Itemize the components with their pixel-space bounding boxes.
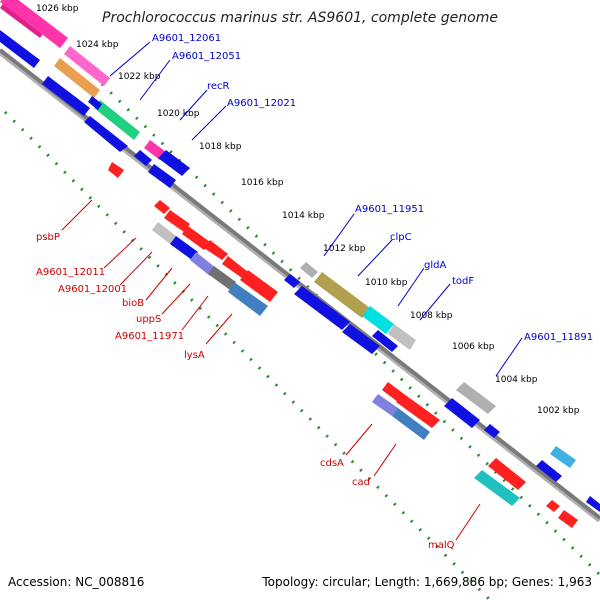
map-title: Prochlorococcus marinus str. AS9601, com… xyxy=(102,10,498,26)
gene-block[interactable] xyxy=(152,222,176,244)
gene-arrow[interactable] xyxy=(586,496,600,512)
gene-arrow[interactable] xyxy=(536,460,562,482)
gene-arrow[interactable] xyxy=(558,510,578,528)
kbp-tick-label: 1002 kbp xyxy=(537,406,580,416)
gene-arrow[interactable] xyxy=(108,162,124,178)
gene-block[interactable] xyxy=(144,140,166,160)
gene-arrow[interactable] xyxy=(154,200,170,214)
gene-label-forward[interactable]: recR xyxy=(207,81,230,92)
kbp-tick-label: 1004 kbp xyxy=(495,375,538,385)
gene-block[interactable] xyxy=(550,446,576,468)
gene-block[interactable] xyxy=(300,262,318,278)
gene-label-forward[interactable]: A9601_11951 xyxy=(355,204,424,215)
gene-block[interactable] xyxy=(0,2,44,38)
gene-arrow[interactable] xyxy=(444,398,480,428)
gene-arrow[interactable] xyxy=(488,458,526,490)
gene-block[interactable] xyxy=(208,266,236,290)
gene-arrow[interactable] xyxy=(222,256,248,278)
topology-summary: Topology: circular; Length: 1,669,886 bp… xyxy=(261,575,592,589)
gene-label-forward[interactable]: A9601_12051 xyxy=(172,51,241,62)
gene-block[interactable] xyxy=(314,272,370,318)
gene-arrow[interactable] xyxy=(396,394,440,428)
gene-arrow[interactable] xyxy=(204,240,228,260)
gene-block[interactable] xyxy=(64,46,110,86)
gene-arrow[interactable] xyxy=(294,286,350,330)
gene-label-reverse[interactable]: psbP xyxy=(36,232,60,243)
forward-label-leaders xyxy=(109,41,523,377)
kbp-tick-label: 1020 kbp xyxy=(157,109,200,119)
kbp-tick-label: 1012 kbp xyxy=(323,244,366,254)
kbp-tick-label: 1010 kbp xyxy=(365,278,408,288)
gene-label-forward[interactable]: todF xyxy=(452,276,474,287)
outer-tick-ring xyxy=(23,6,600,577)
gene-arrow[interactable] xyxy=(170,236,198,260)
gene-block[interactable] xyxy=(190,252,216,276)
gene-label-forward[interactable]: A9601_12021 xyxy=(227,98,296,109)
gene-arrow[interactable] xyxy=(182,226,210,250)
kbp-tick-label: 1008 kbp xyxy=(410,311,453,321)
gene-block[interactable] xyxy=(456,382,496,414)
gene-arrow[interactable] xyxy=(240,270,278,302)
gene-arrow[interactable] xyxy=(484,424,500,438)
gene-label-reverse[interactable]: A9601_12011 xyxy=(36,267,105,278)
gene-block[interactable] xyxy=(392,408,430,440)
gene-label-reverse[interactable]: lysA xyxy=(184,350,205,361)
kbp-tick-label: 1018 kbp xyxy=(199,142,242,152)
gene-arrow[interactable] xyxy=(342,324,380,354)
kbp-tick-label: 1024 kbp xyxy=(76,40,119,50)
gene-arrow[interactable] xyxy=(42,76,90,116)
reverse-label-leaders xyxy=(61,199,481,541)
kbp-tick-label: 1006 kbp xyxy=(452,342,495,352)
gene-arrow[interactable] xyxy=(284,274,300,288)
gene-block[interactable] xyxy=(54,58,100,98)
gene-block[interactable] xyxy=(228,282,268,316)
gene-arrow[interactable] xyxy=(158,150,190,176)
gene-arrow[interactable] xyxy=(164,210,190,232)
gene-block[interactable] xyxy=(388,324,416,350)
gene-label-reverse[interactable]: cdsA xyxy=(320,458,344,469)
gene-arrow[interactable] xyxy=(88,96,102,110)
kbp-tick-label: 1026 kbp xyxy=(36,4,79,14)
gene-block[interactable] xyxy=(94,100,140,140)
gene-label-forward[interactable]: gldA xyxy=(424,260,446,271)
kbp-tick-label: 1022 kbp xyxy=(118,72,161,82)
gene-label-reverse[interactable]: malQ xyxy=(428,540,455,551)
gene-label-forward[interactable]: A9601_11891 xyxy=(524,332,593,343)
accession-label: Accession: NC_008816 xyxy=(8,575,144,589)
gene-block[interactable] xyxy=(0,0,68,48)
gene-arrow[interactable] xyxy=(372,330,398,352)
gene-label-forward[interactable]: A9601_12061 xyxy=(152,33,221,44)
gene-label-forward[interactable]: clpC xyxy=(390,232,412,243)
gene-label-reverse[interactable]: cad xyxy=(352,477,370,488)
gene-block[interactable] xyxy=(362,306,394,334)
gene-arrow[interactable] xyxy=(0,30,40,68)
gene-arrow[interactable] xyxy=(84,116,128,152)
gene-block[interactable] xyxy=(372,394,398,416)
gene-arrow[interactable] xyxy=(546,500,560,512)
gene-label-reverse[interactable]: uppS xyxy=(136,314,161,325)
kbp-tick-label: 1016 kbp xyxy=(241,178,284,188)
gene-label-reverse[interactable]: A9601_12001 xyxy=(58,284,127,295)
gene-arrow[interactable] xyxy=(382,382,404,402)
gene-arrow[interactable] xyxy=(148,164,176,188)
kbp-tick-label: 1014 kbp xyxy=(282,211,325,221)
gene-label-reverse[interactable]: A9601_11971 xyxy=(115,331,184,342)
gene-block[interactable] xyxy=(474,470,520,506)
gene-arrow[interactable] xyxy=(134,150,152,166)
gene-label-reverse[interactable]: bioB xyxy=(122,298,144,309)
